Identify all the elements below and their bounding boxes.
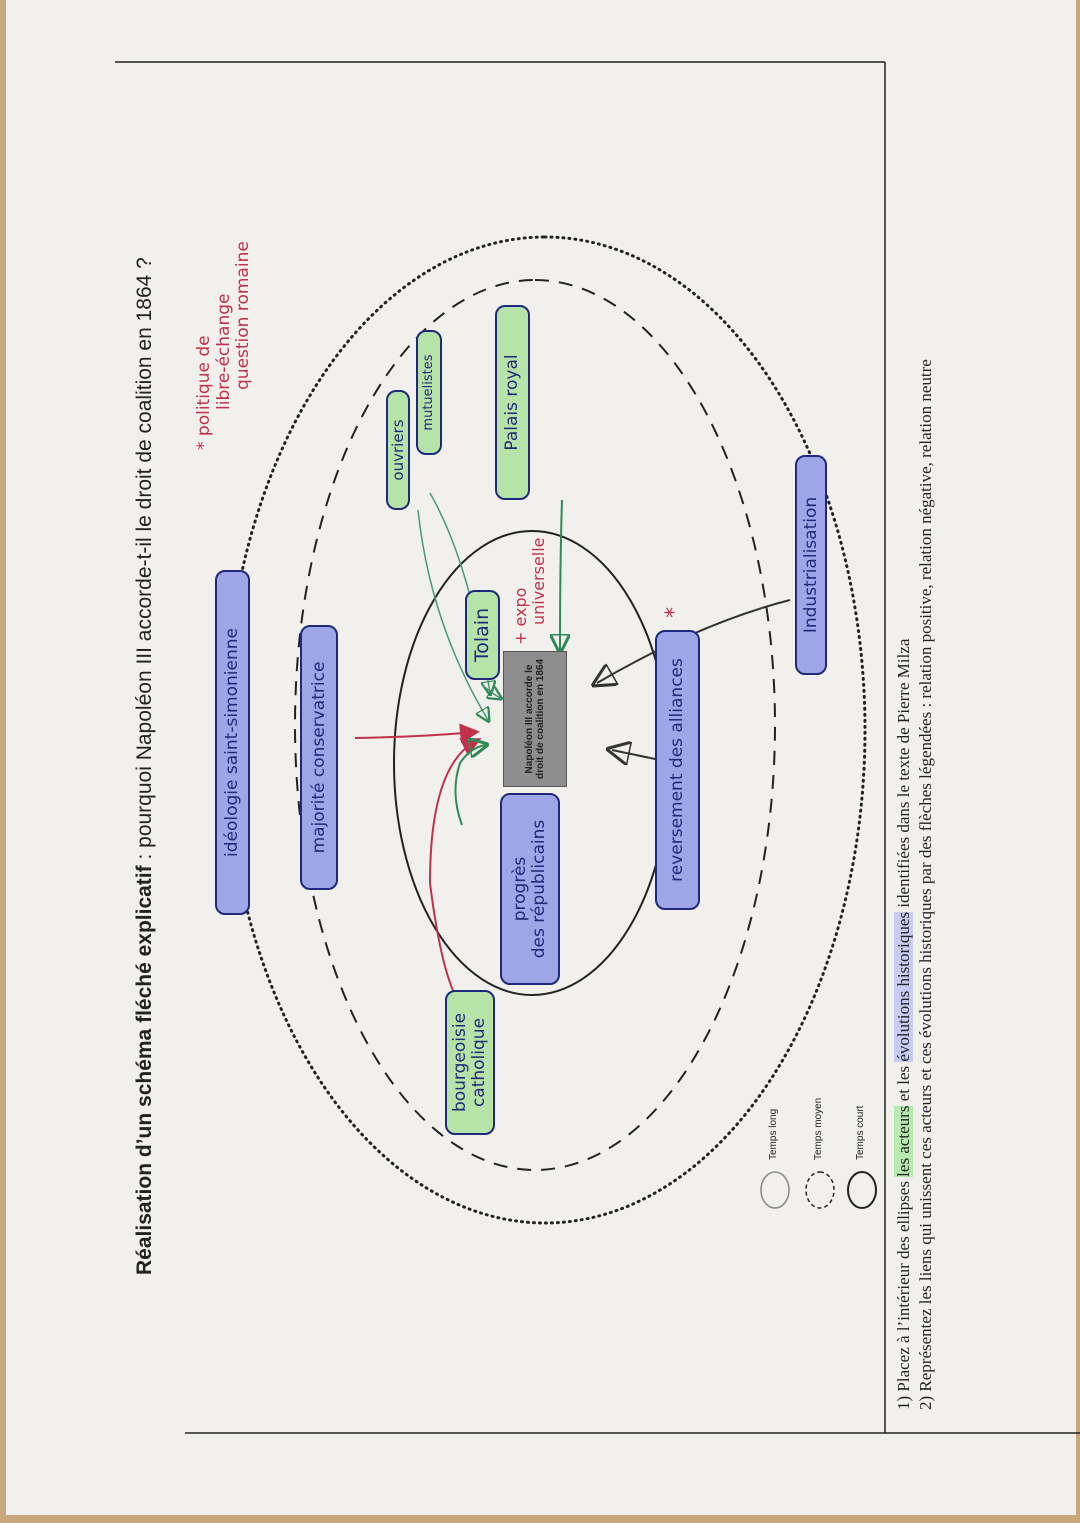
label-ouvriers: ouvriers [386,390,410,510]
legend-symbol-moyen [805,1171,835,1209]
instruction-1-a: 1) Placez à l’intérieur des ellipses [894,1176,913,1410]
label-expo-line1: + expo [511,587,530,645]
legend-temps-moyen: Temps moyen [813,1097,824,1160]
star-marker: * [662,607,687,618]
label-reversement: reversement des alliances [655,630,700,910]
ellipse-temps-moyen [294,279,776,1171]
arrow-tolain-positive [481,684,500,698]
label-ideologie: idéologie saint-simonienne [215,570,250,915]
instructions: 1) Placez à l’intérieur des ellipses les… [893,110,937,1410]
note-line3: question romaine [233,241,254,390]
label-progres-line1: progrès [510,856,531,922]
arrow-palais-positive [560,499,562,650]
instruction-1-acteurs: les acteurs [894,1105,913,1177]
instruction-1-evolutions: évolutions historiques [894,911,913,1062]
instruction-1-c: et les [894,1061,913,1106]
note-line1: * politique de [194,335,214,450]
arrow-bourgeoisie-negative [428,737,482,996]
instruction-2: 2) Représentez les liens qui unissent ce… [916,359,935,1410]
legend-symbol-long [760,1171,790,1209]
title-rest: : pourquoi Napoléon III accorde-t-il le … [133,257,156,866]
arrow-progres-positive [454,745,485,826]
label-bourgeoisie-line1: bourgeoisie [450,1012,471,1113]
label-expo-line2: universelle [529,537,549,625]
label-bourgeoisie-line2: catholique [469,1017,489,1108]
legend-temps-long: Temps long [768,1108,779,1160]
page-title: Réalisation d’un schéma fléché explicati… [133,257,157,1275]
arrow-reversement-neutral [612,750,661,760]
central-event-box: Napoléon III accorde le droit de coaliti… [503,651,567,787]
title-bold: Réalisation d’un schéma fléché explicati… [133,865,156,1275]
label-tolain: Tolain [465,590,500,680]
instruction-1-e: identifiées dans le texte de Pierre Milz… [894,638,913,912]
label-majorite: majorité conservatrice [300,625,338,890]
legend-temps-court: Temps court [855,1105,866,1160]
label-industrialisation: Industrialisation [795,455,827,675]
legend-symbol-court [847,1171,877,1209]
label-palais-royal: Palais royal [495,305,530,500]
instruction-1: 1) Placez à l’intérieur des ellipses les… [893,110,915,1410]
label-mutuelistes: mutuelistes [416,330,442,455]
arrow-majorite-negative [354,723,480,744]
label-progres-line2: des républicains [529,819,549,959]
note-line2: libre-échange [213,293,234,410]
arrow-ouvriers-positive [417,509,488,720]
